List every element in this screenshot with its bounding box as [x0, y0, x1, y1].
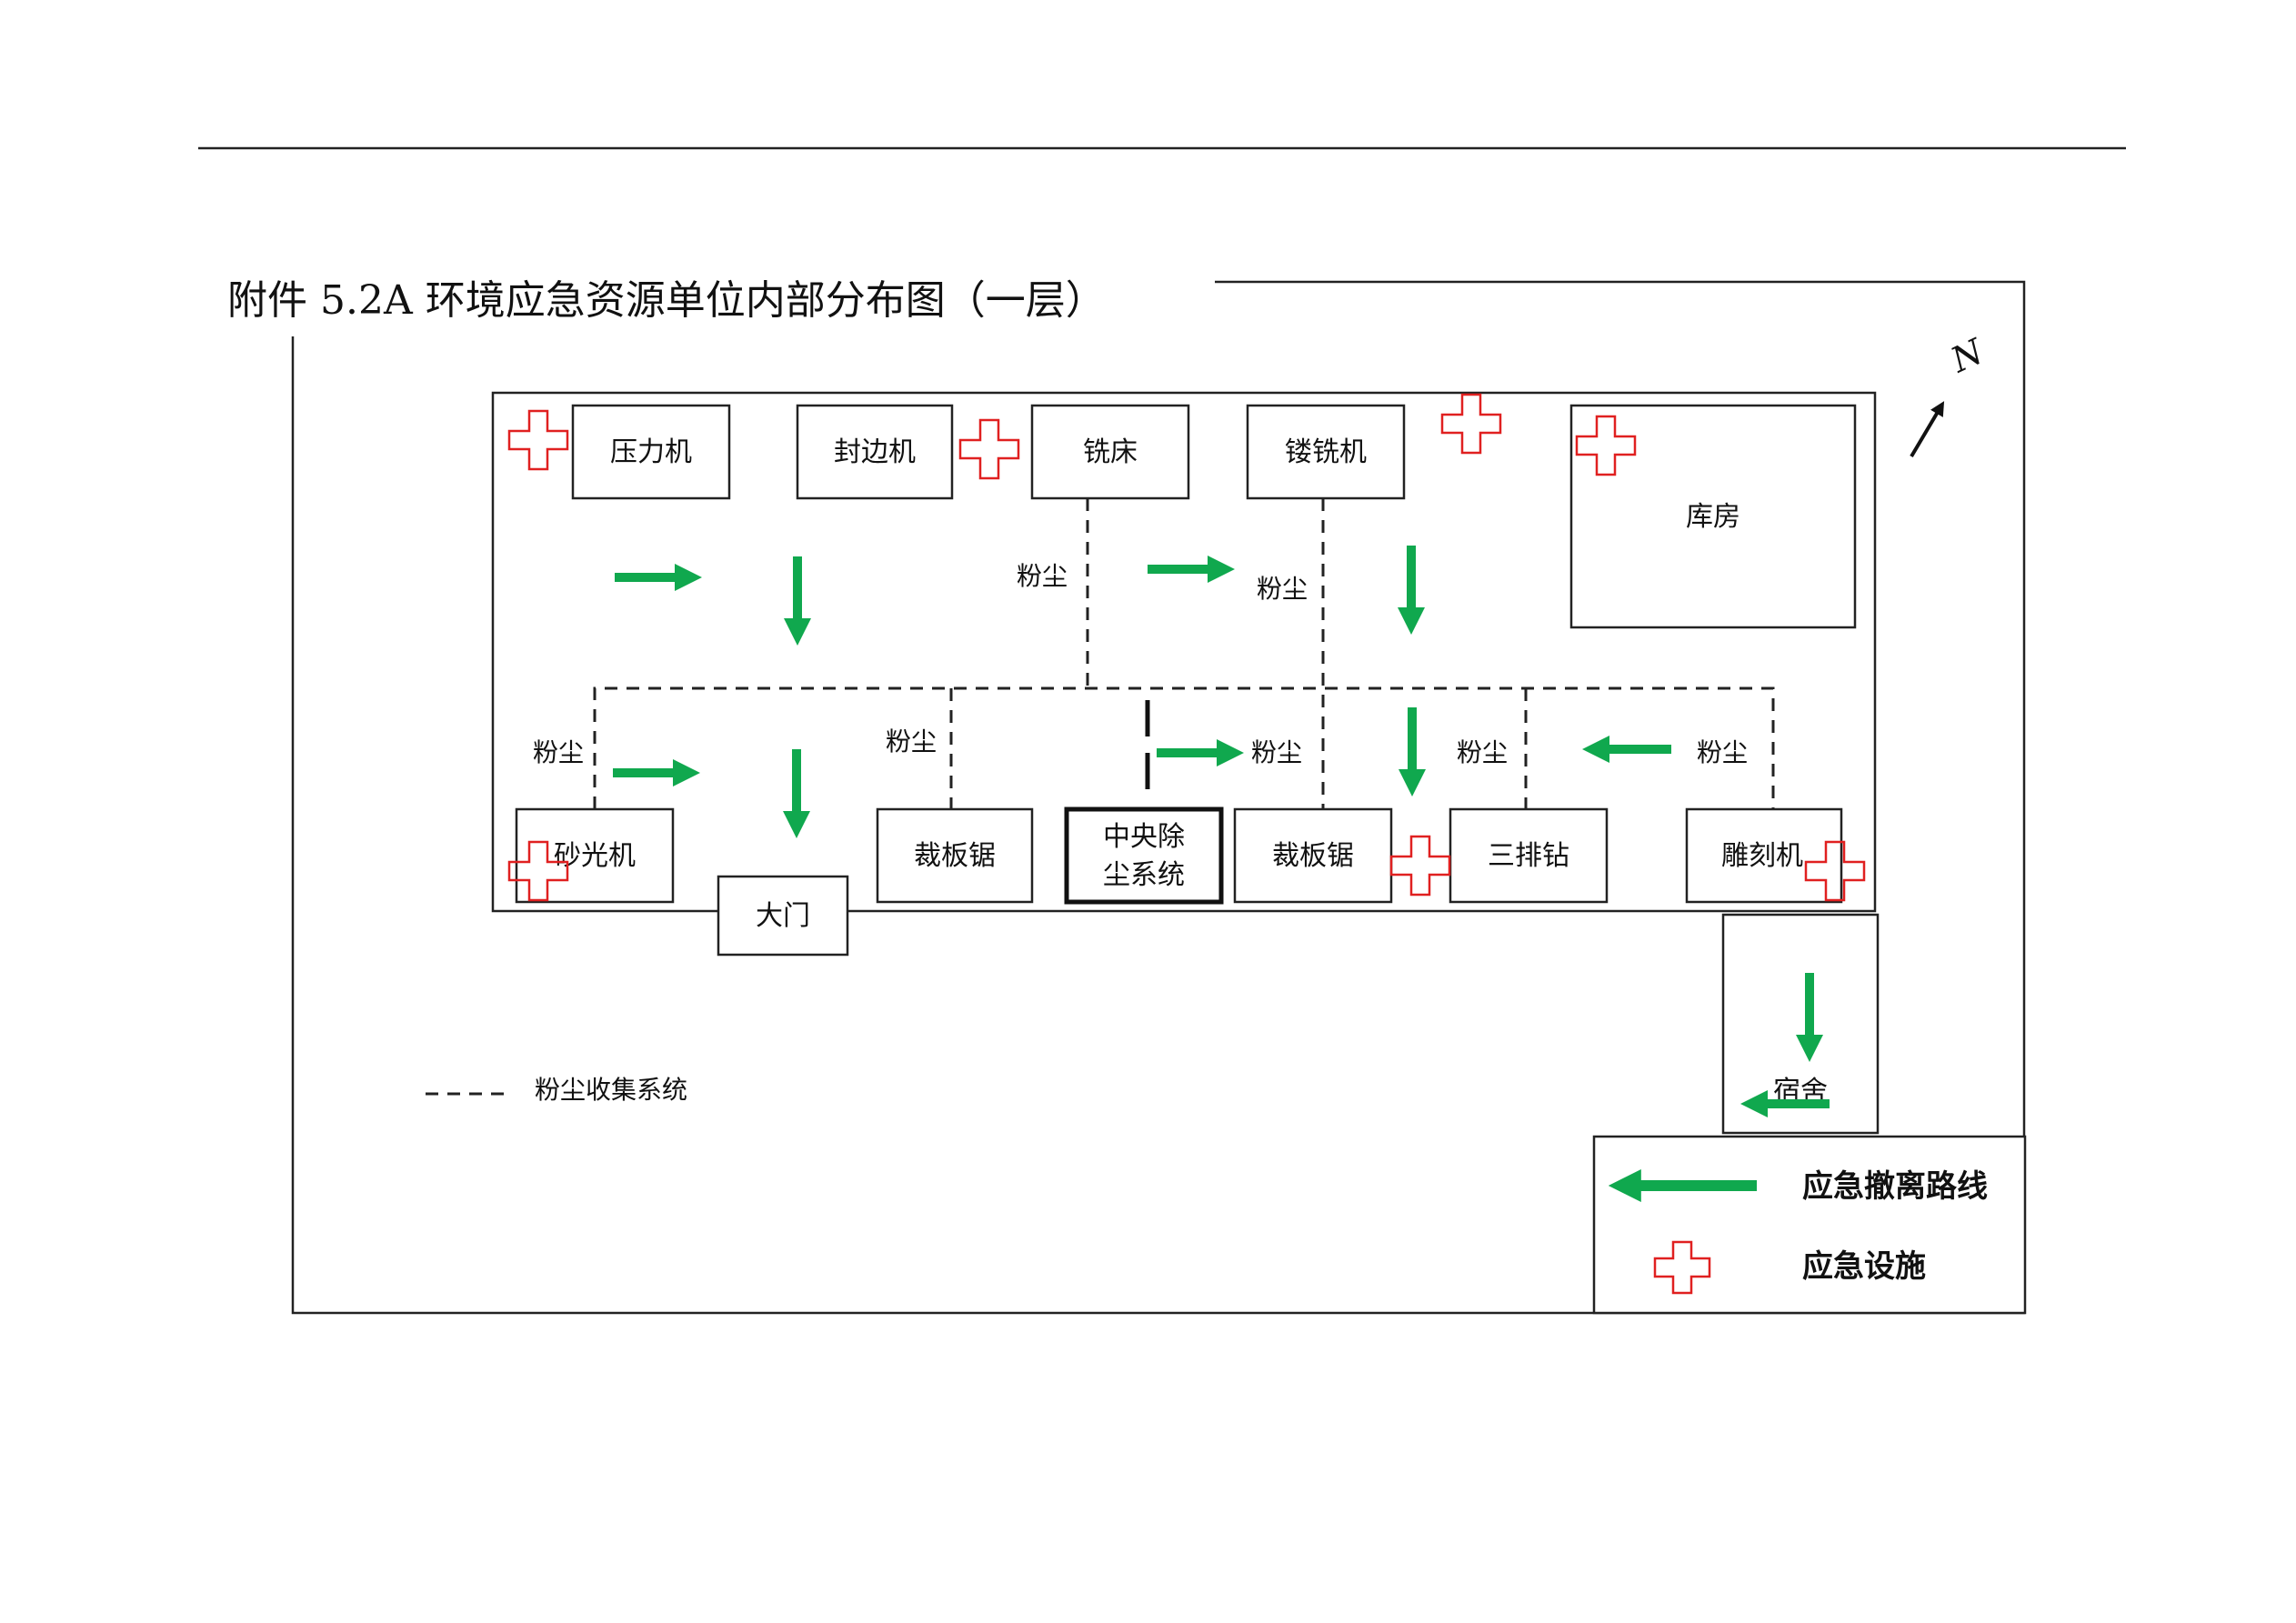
machine-milling-label: 铣床: [1083, 436, 1138, 468]
main-gate-label: 大门: [756, 900, 810, 932]
emergency-cross-icon: [1804, 840, 1866, 902]
evacuation-routes: [613, 546, 1830, 1117]
legend-evacuation-label: 应急撤离路线: [1802, 1168, 1988, 1205]
dust-duct-main: [593, 686, 1775, 809]
emergency-cross-icon: [1389, 835, 1451, 897]
machine-carving: 雕刻机: [1685, 807, 1843, 904]
machine-panel-saw-right-label: 裁板锯: [1272, 840, 1354, 872]
warehouse-label: 库房: [1686, 501, 1740, 533]
machine-press-label: 压力机: [610, 436, 692, 468]
building-outline: [491, 391, 1877, 913]
machine-engraving-milling-label: 镂铣机: [1285, 436, 1367, 468]
machine-engraving-milling: 镂铣机: [1246, 404, 1406, 500]
legend-cross-icon: [1653, 1240, 1711, 1295]
central-dust-system-label-2: 尘系统: [1103, 859, 1185, 891]
machine-sander: 砂光机: [515, 807, 675, 904]
emergency-cross-icon: [958, 418, 1020, 480]
dust-system-legend: 粉尘收集系统: [426, 1075, 687, 1105]
page-title: 附件 5.2A 环境应急资源单位内部分布图（一层）: [227, 277, 1106, 324]
legend-box: 应急撤离路线 应急设施: [1592, 1135, 2027, 1315]
machine-panel-saw-right: 裁板锯: [1233, 807, 1393, 904]
dust-labels: 粉尘 粉尘 粉尘 粉尘 粉尘 粉尘 粉尘: [527, 556, 1757, 769]
machine-triple-drill: 三排钻: [1449, 807, 1609, 904]
dust-label: 粉尘: [886, 726, 937, 756]
dust-label: 粉尘: [1251, 737, 1302, 767]
dust-collection-system: [593, 498, 1775, 809]
machine-carving-label: 雕刻机: [1721, 840, 1803, 872]
dust-label: 粉尘: [1017, 561, 1068, 591]
machine-press: 压力机: [571, 404, 731, 500]
emergency-cross-icon: [1575, 415, 1637, 476]
emergency-cross-icon: [507, 840, 569, 902]
warehouse: 库房: [1569, 404, 1857, 629]
machine-edge-bander-label: 封边机: [834, 436, 916, 468]
dust-legend-label: 粉尘收集系统: [535, 1075, 687, 1105]
dust-label: 粉尘: [1697, 737, 1748, 767]
emergency-cross-icon: [507, 409, 569, 471]
machine-panel-saw-left-label: 裁板锯: [914, 840, 996, 872]
machine-panel-saw-left: 裁板锯: [876, 807, 1034, 904]
dust-label: 粉尘: [533, 737, 584, 767]
legend-facility-label: 应急设施: [1802, 1248, 1926, 1285]
machine-sander-label: 砂光机: [554, 840, 636, 872]
emergency-cross-icon: [1440, 393, 1502, 455]
dust-label: 粉尘: [1257, 574, 1308, 604]
machine-edge-bander: 封边机: [796, 404, 954, 500]
machine-milling: 铣床: [1030, 404, 1190, 500]
emergency-facilities: [507, 393, 1866, 902]
central-dust-system-label-1: 中央除: [1103, 821, 1185, 853]
central-dust-system: 中央除 尘系统: [1064, 806, 1224, 905]
dust-label: 粉尘: [1457, 737, 1508, 767]
north-label: N: [1944, 331, 1990, 381]
main-gate: 大门: [717, 875, 849, 957]
north-arrow-icon: [1910, 401, 1945, 458]
machine-triple-drill-label: 三排钻: [1488, 840, 1569, 872]
